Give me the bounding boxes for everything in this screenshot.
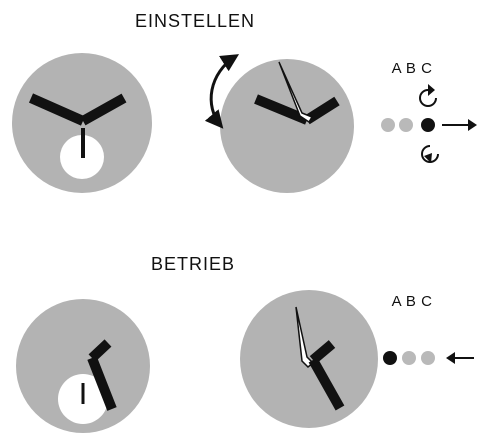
crown-position-b <box>399 118 413 132</box>
arrow-right-icon <box>442 119 477 131</box>
hour-hand <box>28 93 86 126</box>
watch-dial <box>220 59 354 193</box>
minute-hand <box>87 356 117 411</box>
setting-crown-indicator <box>381 118 435 132</box>
crown-position-c <box>421 118 435 132</box>
crown-position-c <box>421 351 435 365</box>
running-crown-label: A B C <box>392 293 433 310</box>
setting-watch-right <box>220 59 354 193</box>
minute-hand <box>80 93 127 126</box>
crown-position-a <box>383 351 397 365</box>
hour-hand <box>309 340 336 364</box>
running-title: BETRIEB <box>151 254 235 274</box>
double-arrow-curved-icon <box>204 54 240 129</box>
second-hand <box>278 61 314 124</box>
crown-position-a <box>381 118 395 132</box>
running-watch-left <box>16 299 150 433</box>
watch-dial <box>16 299 150 433</box>
crown-position-b <box>402 351 416 365</box>
setting-watch-left <box>12 53 152 193</box>
arrow-left-icon <box>446 352 474 364</box>
rotate-counterclockwise-icon <box>421 145 439 163</box>
running-crown-indicator <box>383 351 435 365</box>
minute-hand <box>308 357 345 411</box>
hour-hand <box>88 339 112 362</box>
hour-hand <box>254 94 309 125</box>
setting-title: EINSTELLEN <box>135 11 255 31</box>
setting-crown-label: A B C <box>392 60 433 77</box>
running-watch-right <box>240 290 378 428</box>
rotate-clockwise-icon <box>419 84 437 107</box>
